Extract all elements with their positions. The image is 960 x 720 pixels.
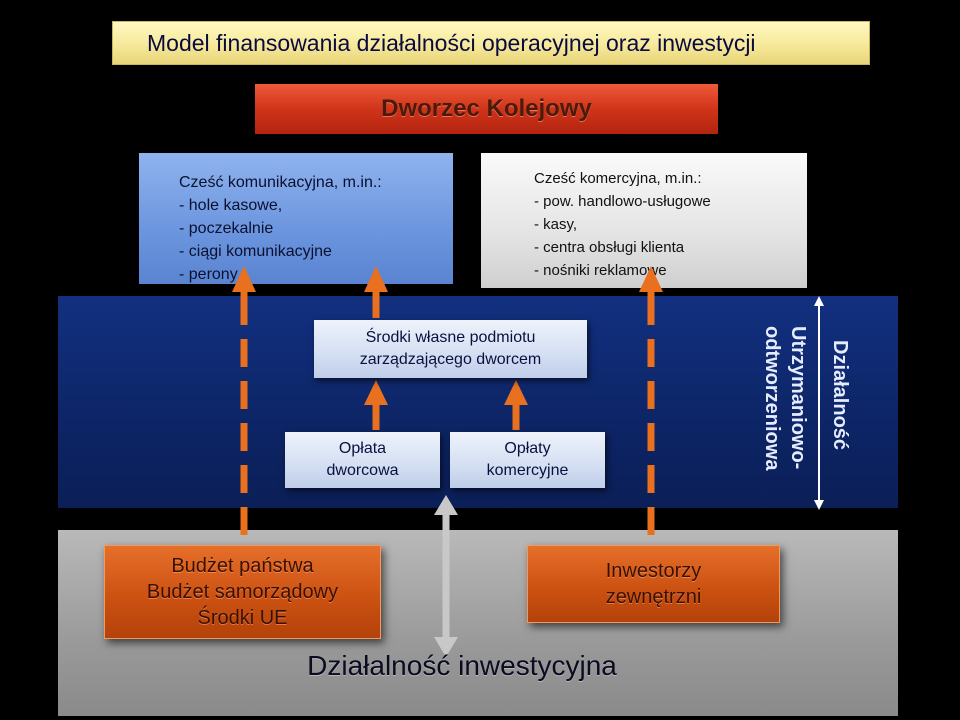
own-funds-line1: Środki własne podmiotu	[365, 329, 536, 346]
external-investors-box: Inwestorzy zewnętrzni	[527, 545, 780, 623]
communication-part-box: Cześć komunikacyjna, m.in.: - hole kasow…	[139, 153, 453, 284]
public-funds-box: Budżet państwa Budżet samorządowy Środki…	[104, 545, 381, 639]
public-funds-line2: Budżet samorządowy	[146, 581, 339, 603]
arrow-own-funds-left-head	[364, 380, 388, 405]
arrow-own-funds-right-head	[504, 380, 528, 405]
own-funds-line2: zarządzającego dworcem	[359, 351, 542, 368]
public-funds-line3: Środki UE	[197, 607, 288, 629]
activity-range-bottom-head	[814, 500, 824, 510]
grey-arrow-bottom-head	[434, 637, 458, 657]
investment-activity-label: Działalność inwestycyjna	[307, 650, 617, 681]
own-funds-box: Środki własne podmiotu zarządzającego dw…	[314, 320, 587, 378]
external-investors-line2: zewnętrzni	[605, 586, 702, 608]
station-fee-line2: dworcowa	[326, 462, 399, 479]
commercial-item: - pow. handlowo-usługowe	[534, 193, 711, 210]
commercial-item: - kasy,	[534, 216, 578, 233]
activity-range-top-head	[814, 296, 824, 306]
commercial-part-heading: Cześć komercyjna, m.in.:	[534, 170, 702, 187]
communication-item: - ciągi komunikacyjne	[179, 243, 332, 260]
external-investors-line1: Inwestorzy	[605, 560, 702, 582]
commercial-fees-box: Opłaty komercyjne	[450, 432, 605, 488]
public-funds-line1: Budżet państwa	[171, 555, 314, 577]
communication-item: - poczekalnie	[179, 220, 274, 237]
railway-station-box: Dworzec Kolejowy	[255, 84, 718, 134]
commercial-part-box: Cześć komercyjna, m.in.: - pow. handlowo…	[481, 153, 807, 288]
communication-item: - hole kasowe,	[179, 197, 283, 214]
arrow-left2-head	[364, 266, 388, 292]
grey-arrow-top-head	[434, 495, 458, 515]
station-fee-line1: Opłata	[338, 440, 387, 457]
maintenance-label: Utrzymaniowo- odtworzeniowa	[761, 326, 809, 471]
title-text: Model finansowania działalności operacyj…	[147, 29, 756, 56]
commercial-fees-line1: Opłaty	[504, 440, 551, 457]
communication-item: - perony	[179, 266, 238, 283]
commercial-item: - nośniki reklamowe	[534, 262, 667, 279]
communication-part-heading: Cześć komunikacyjna, m.in.:	[179, 174, 382, 191]
station-label: Dworzec Kolejowy	[381, 95, 592, 122]
diagram-title: Model finansowania działalności operacyj…	[112, 21, 870, 65]
arrow-left-head	[232, 266, 256, 292]
commercial-item: - centra obsługi klienta	[534, 239, 685, 256]
arrow-right-head	[639, 266, 663, 292]
commercial-fees-line2: komercyjne	[486, 462, 569, 479]
operational-activity-label: Działalność	[829, 340, 851, 451]
station-fee-box: Opłata dworcowa	[285, 432, 440, 488]
